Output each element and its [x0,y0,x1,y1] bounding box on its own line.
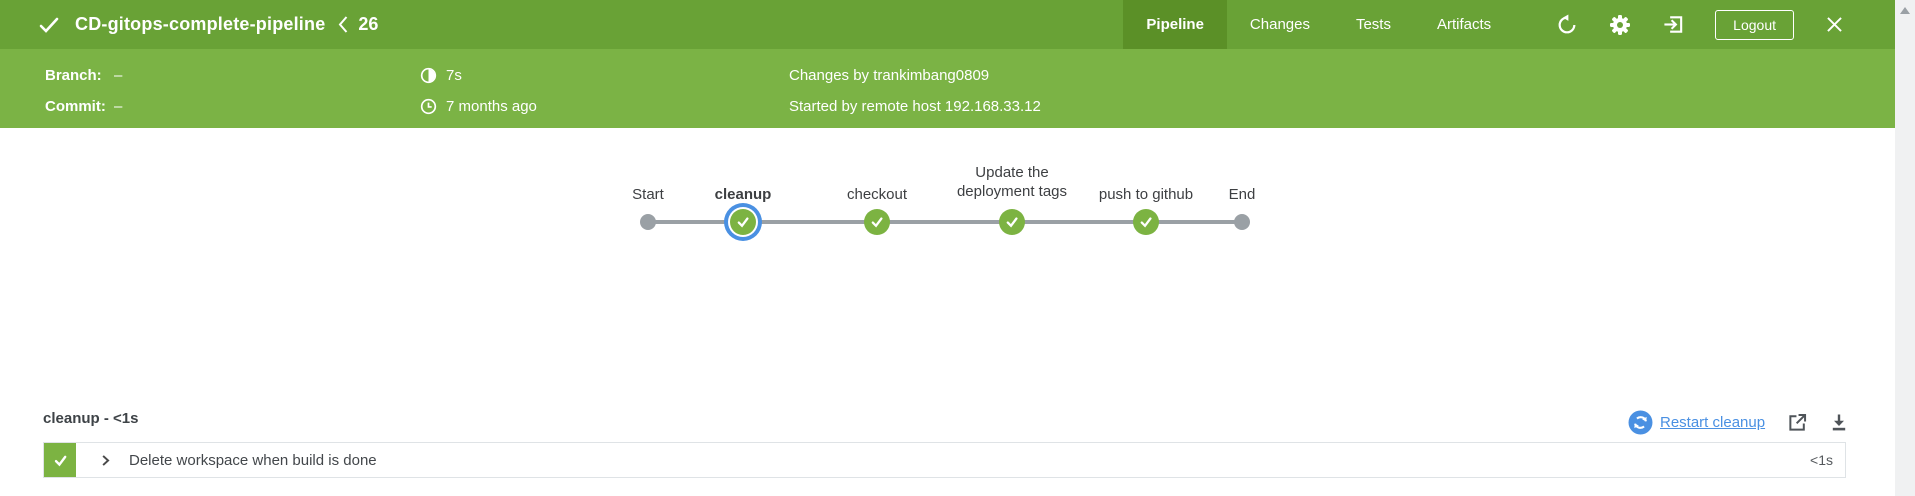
stage-node-push-to-github[interactable] [1133,209,1159,235]
pipeline-name-link[interactable]: CD-gitops-complete-pipeline [75,14,326,34]
commit-value: – [114,97,123,115]
close-icon[interactable] [1824,14,1845,35]
tab-tests[interactable]: Tests [1355,16,1391,33]
vertical-scrollbar[interactable] [1895,0,1915,496]
settings-gear-icon[interactable] [1608,13,1632,37]
tab-changes[interactable]: Changes [1249,16,1310,33]
step-duration: <1s [1810,452,1833,468]
run-time-ago: 7 months ago [420,96,537,116]
expand-chevron-icon[interactable] [99,454,112,467]
scrollbar-up-arrow[interactable] [1900,7,1910,14]
tab-artifacts[interactable]: Artifacts [1436,16,1492,33]
run-details-bar: Branch: – 7s Changes by trankimbang0809 … [0,49,1895,128]
restart-stage-link[interactable]: Restart cleanup [1628,410,1765,435]
header-actions: Logout [1556,9,1895,40]
pipeline-connector-line [648,220,1242,224]
rerun-icon[interactable] [1556,13,1578,36]
run-number: 26 [358,14,379,34]
node-label-update-deployment-tags: Update the deployment tags [956,164,1068,200]
step-row-delete-workspace[interactable]: Delete workspace when build is done <1s [43,442,1846,478]
success-check-icon [1140,217,1152,228]
node-label-push-to-github: push to github [1098,186,1194,203]
node-label-checkout: checkout [846,186,908,203]
tab-pipeline[interactable]: Pipeline [1123,0,1227,49]
step-label: Delete workspace when build is done [129,451,377,469]
stage-result-title: cleanup - <1s [43,410,139,427]
logout-button[interactable]: Logout [1715,9,1794,40]
open-external-icon[interactable] [1787,412,1808,433]
run-status-check-icon [37,13,61,37]
chevron-left-icon [337,15,349,34]
stage-node-cleanup[interactable] [730,209,756,235]
exit-to-classic-icon[interactable] [1662,13,1685,36]
success-check-icon [1006,217,1018,228]
commit-label: Commit: [45,97,106,115]
stage-node-checkout[interactable] [864,209,890,235]
success-check-icon [54,455,66,466]
node-label-cleanup: cleanup [714,186,772,203]
duration-icon [420,67,437,83]
success-check-icon [737,217,749,228]
started-by-text: Started by remote host 192.168.33.12 [789,97,1041,115]
stage-actions: Restart cleanup [1628,410,1848,435]
run-header: CD-gitops-complete-pipeline 26 Pipeline … [0,0,1895,49]
pipeline-graph: Start cleanup checkout Update the deploy… [0,128,1895,328]
clock-icon [420,98,437,114]
run-tabs: Pipeline Changes Tests Artifacts [1123,0,1514,49]
changes-by-text: Changes by trankimbang0809 [789,66,990,84]
run-duration: 7s [420,65,462,85]
node-label-end: End [1228,186,1256,203]
download-log-icon[interactable] [1830,413,1848,432]
start-node-dot[interactable] [640,214,656,230]
restart-circle-icon [1628,410,1653,435]
success-check-icon [871,217,883,228]
branch-value: – [114,66,123,84]
step-status-success [44,443,76,477]
end-node-dot[interactable] [1234,214,1250,230]
node-label-start: Start [632,186,664,203]
branch-label: Branch: [45,66,102,84]
stage-node-update-deployment-tags[interactable] [999,209,1025,235]
